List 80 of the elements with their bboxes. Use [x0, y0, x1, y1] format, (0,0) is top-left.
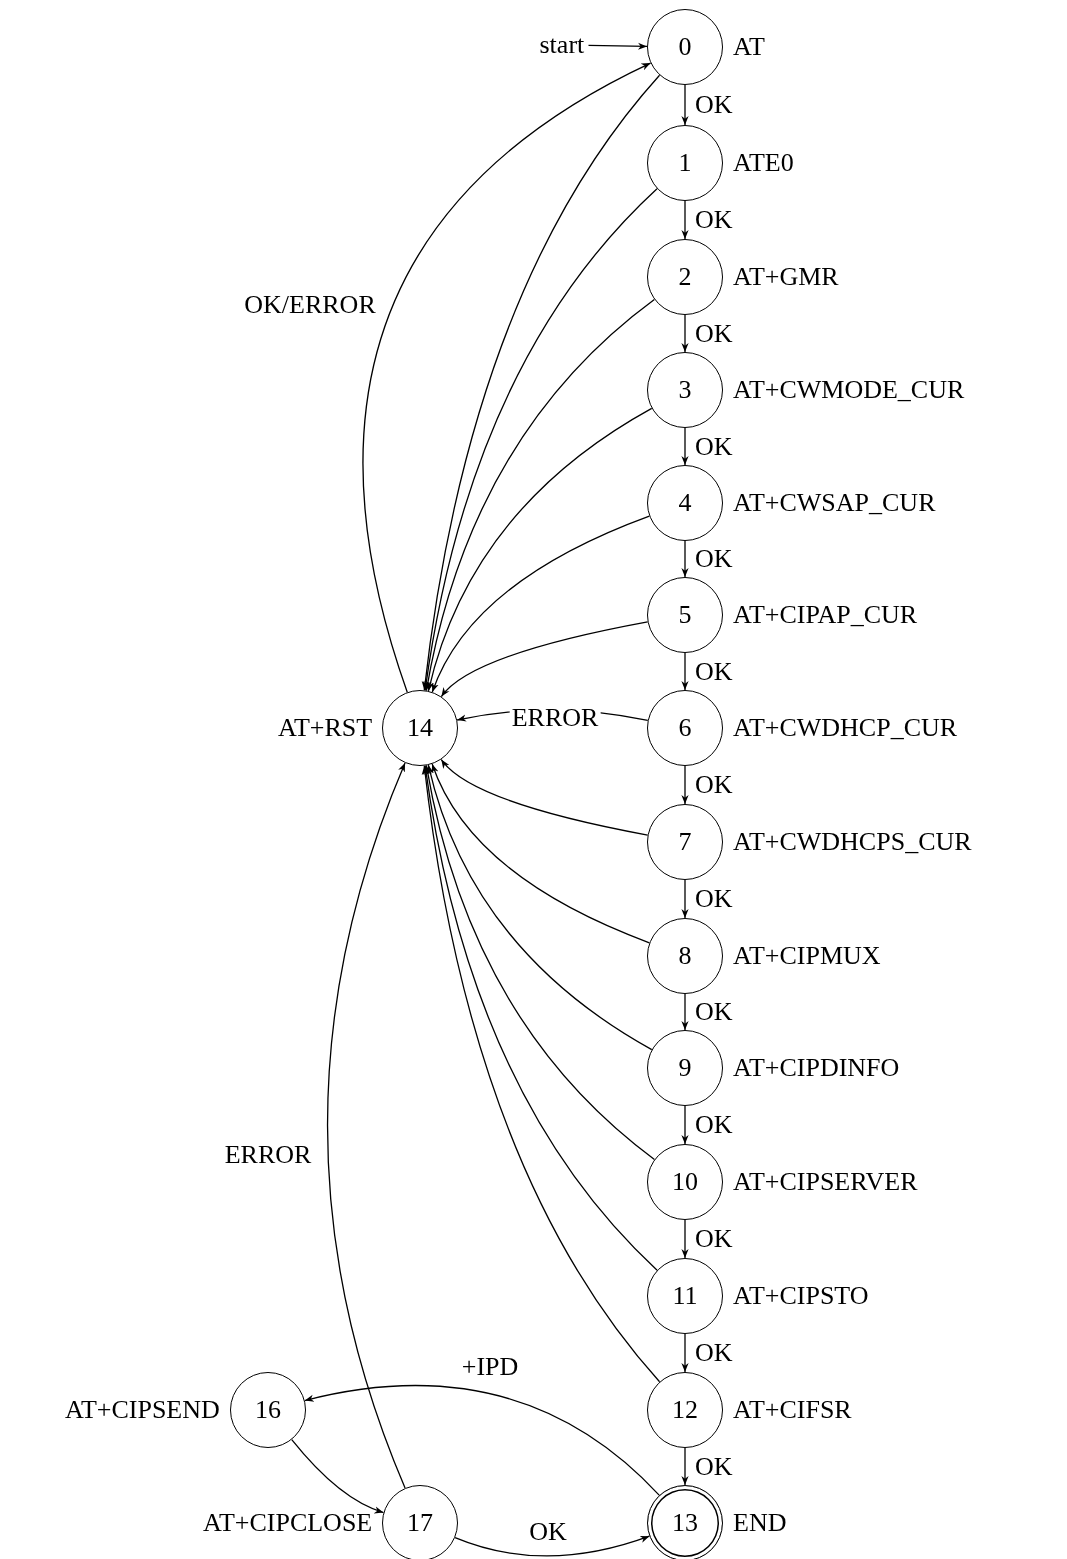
arrow	[681, 314, 689, 353]
arrow	[681, 1219, 689, 1259]
arrow	[681, 200, 689, 240]
edge-label: OK	[694, 998, 734, 1026]
edge-label: OK	[694, 657, 734, 686]
arrow	[424, 298, 655, 692]
arrow	[421, 74, 661, 691]
arrow	[427, 407, 653, 692]
arrow	[681, 1333, 689, 1373]
state-number: 4	[678, 490, 692, 516]
state-number: 3	[678, 377, 692, 403]
state-number: 17	[407, 1510, 433, 1536]
state-label: AT+CIPDINFO	[733, 1055, 900, 1081]
state-number: 13	[672, 1510, 698, 1536]
edge-label: OK	[694, 206, 734, 234]
state-label: END	[733, 1510, 787, 1536]
arrow	[681, 1105, 689, 1145]
edge-label: OK	[694, 1111, 734, 1139]
state-label: AT+CWMODE_CUR	[733, 377, 965, 403]
state-number: 14	[407, 715, 433, 741]
arrow	[427, 764, 653, 1051]
edge-label: OK	[694, 1339, 734, 1367]
state-label: AT+CWSAP_CUR	[733, 490, 936, 516]
state-label: AT+CIPCLOSE	[203, 1510, 373, 1536]
arrow	[681, 765, 689, 805]
arrow	[440, 758, 649, 836]
edge-label: OK	[694, 432, 734, 461]
edge-label: OK	[694, 319, 734, 348]
arrow	[422, 765, 658, 1271]
final-state-circle	[647, 1485, 723, 1559]
state-number: 10	[672, 1169, 698, 1195]
arrow	[431, 763, 650, 944]
state-number: 8	[678, 943, 692, 969]
state-label: AT+GMR	[733, 264, 839, 290]
arrow	[422, 188, 658, 691]
state-label: ATE0	[733, 150, 794, 176]
arrow	[421, 765, 661, 1383]
arrow	[681, 1447, 689, 1486]
state-number: 1	[678, 150, 692, 176]
state-number: 9	[678, 1055, 692, 1081]
arrow	[431, 515, 650, 693]
state-label: AT+CIPAP_CUR	[733, 602, 918, 628]
state-label: AT+CWDHCP_CUR	[733, 715, 958, 741]
arrow	[681, 652, 689, 691]
arrow	[304, 1384, 660, 1496]
arrow	[681, 84, 689, 126]
state-label: AT+CIPMUX	[733, 943, 881, 969]
arrow	[362, 62, 652, 693]
state-number: 12	[672, 1397, 698, 1423]
state-label: AT+CIPSTO	[733, 1283, 869, 1309]
state-label: AT	[733, 34, 765, 60]
arrow	[681, 993, 689, 1031]
arrow	[454, 1535, 651, 1557]
arrow	[681, 427, 689, 466]
edge-label: OK	[694, 545, 734, 573]
arrow	[681, 879, 689, 919]
state-label: AT+CIFSR	[733, 1397, 852, 1423]
state-label: AT+CIPSERVER	[733, 1169, 918, 1195]
edge-label: OK	[694, 885, 734, 913]
arrow	[440, 621, 649, 698]
state-label: AT+CWDHCPS_CUR	[733, 829, 972, 855]
edge-label: OK	[694, 91, 734, 119]
arrow	[587, 42, 648, 50]
state-number: 11	[672, 1283, 698, 1309]
edge-label: OK	[694, 1225, 734, 1253]
state-number: 7	[678, 829, 692, 855]
state-label: AT+CIPSEND	[65, 1397, 220, 1423]
start-label: start	[539, 32, 585, 58]
state-number: 6	[678, 715, 692, 741]
state-number: 0	[678, 34, 692, 60]
arrow	[681, 540, 689, 578]
arrow	[326, 762, 406, 1489]
arrow	[424, 764, 656, 1161]
state-number: 2	[678, 264, 692, 290]
state-label: AT+RST	[278, 715, 373, 741]
arrow	[291, 1439, 385, 1514]
edge-label: OK	[694, 771, 734, 799]
edge-label: OK	[694, 1452, 734, 1481]
state-number: 16	[255, 1397, 281, 1423]
state-number: 5	[678, 602, 692, 628]
